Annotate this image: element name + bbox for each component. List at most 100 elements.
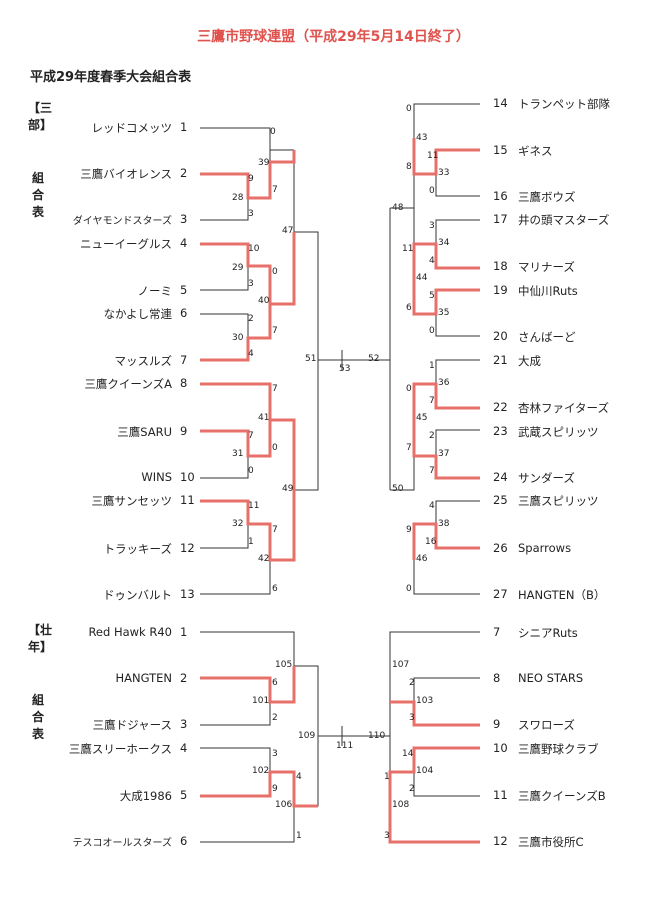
winner-path (412, 138, 480, 176)
team-name: 大成 (518, 354, 541, 368)
winner-path (200, 420, 272, 458)
bracket-line (389, 631, 480, 666)
match-number: 29 (232, 263, 244, 273)
team-name: ニューイーグルス (80, 237, 172, 251)
match-number: 49 (282, 484, 294, 494)
winner-path (200, 232, 296, 306)
score: 7 (272, 326, 278, 336)
match-number: 31 (232, 449, 244, 459)
match-number: 41 (258, 413, 270, 423)
winner-path (388, 806, 480, 844)
match-number: 37 (438, 449, 450, 459)
bracket-line (200, 127, 271, 166)
team-name: Red Hawk R40 (88, 625, 172, 639)
team-seed: 5 (180, 788, 188, 802)
score: 3 (384, 831, 390, 841)
page-title: 三鷹市野球連盟（平成29年5月14日終了） (197, 29, 470, 45)
bracket-line (200, 702, 271, 726)
team-name: さんばーど (518, 330, 576, 344)
bracket-line (200, 313, 249, 338)
team-seed: 7 (180, 353, 188, 367)
section-label-sonen-bottom: 組合表 (31, 693, 44, 741)
team-name: 大成1986 (119, 789, 172, 803)
match-number: 44 (416, 273, 428, 283)
team-name: トラッキーズ (103, 542, 172, 556)
match-number: 111 (336, 741, 354, 751)
score: 6 (272, 678, 278, 688)
winner-path (200, 770, 318, 808)
score: 3 (429, 221, 435, 231)
match-number: 32 (232, 519, 244, 529)
score: 7 (406, 443, 412, 453)
bracket-line (435, 174, 480, 197)
team-seed: 22 (493, 400, 508, 414)
team-name: マリナーズ (518, 260, 575, 274)
team-name: WINS (141, 470, 172, 484)
team-seed: 8 (180, 376, 188, 390)
team-name: シニアRuts (518, 626, 578, 640)
score: 4 (248, 349, 254, 359)
match-number: 101 (252, 696, 270, 706)
bracket-line (200, 524, 249, 549)
match-number: 36 (438, 378, 450, 388)
team-seed: 13 (180, 587, 195, 601)
bracket-line (294, 360, 319, 491)
score: 4 (429, 501, 435, 511)
match-number: 51 (305, 354, 317, 364)
section-label-sonen-top: 【壮年】 (28, 623, 53, 654)
team-seed: 4 (180, 236, 188, 250)
team-name: 三鷹クイーンズB (518, 789, 606, 803)
team-name: 武蔵スピリッツ (518, 425, 599, 439)
score: 7 (272, 525, 278, 535)
score: 3 (248, 279, 254, 289)
score: 11 (402, 244, 414, 254)
team-name: HANGTEN（B） (518, 588, 606, 602)
match-number: 34 (438, 238, 450, 248)
team-name: マッスルズ (114, 354, 173, 368)
bracket-line (413, 103, 480, 138)
bracket-line (294, 231, 319, 360)
page-subtitle: 平成29年度春季大会組合表 (30, 70, 192, 85)
score: 0 (272, 443, 278, 453)
team-seed: 2 (180, 166, 188, 180)
team-name: サンダーズ (518, 471, 575, 485)
match-number: 53 (339, 364, 351, 374)
team-name: レッドコメッツ (91, 121, 173, 135)
team-seed: 9 (493, 717, 501, 731)
team-seed: 11 (493, 788, 508, 802)
team-seed: 21 (493, 353, 508, 367)
winner-path (412, 242, 480, 278)
match-number: 45 (416, 413, 428, 423)
team-name: 三鷹ボウズ (518, 190, 576, 204)
match-number: 35 (438, 308, 450, 318)
score: 9 (406, 525, 412, 535)
winner-path (390, 700, 480, 727)
team-name: トランペット部隊 (518, 97, 610, 111)
team-seed: 23 (493, 424, 508, 438)
team-name: HANGTEN (115, 671, 172, 685)
team-name: スワローズ (518, 718, 575, 732)
match-number: 40 (258, 296, 270, 306)
score: 7 (272, 185, 278, 195)
score: 0 (406, 584, 412, 594)
team-seed: 3 (180, 717, 188, 731)
team-seed: 2 (180, 671, 188, 685)
score: 0 (406, 104, 412, 114)
score: 9 (248, 174, 254, 184)
section-label-san-top: 【三部】 (28, 101, 53, 132)
team-seed: 20 (493, 329, 508, 343)
score: 1 (296, 831, 302, 841)
score: 2 (429, 431, 435, 441)
section-label-san-bottom: 組合表 (31, 171, 44, 219)
score: 9 (272, 784, 278, 794)
score: 1 (429, 361, 435, 371)
match-number: 110 (368, 731, 386, 741)
winner-path (200, 304, 272, 362)
team-name: 三鷹クイーンズA (84, 377, 172, 391)
team-name: 井の頭マスターズ (518, 213, 610, 227)
team-seed: 12 (493, 834, 508, 848)
winner-path (200, 666, 296, 704)
team-seed: 15 (493, 143, 508, 157)
bracket-line (435, 500, 480, 524)
